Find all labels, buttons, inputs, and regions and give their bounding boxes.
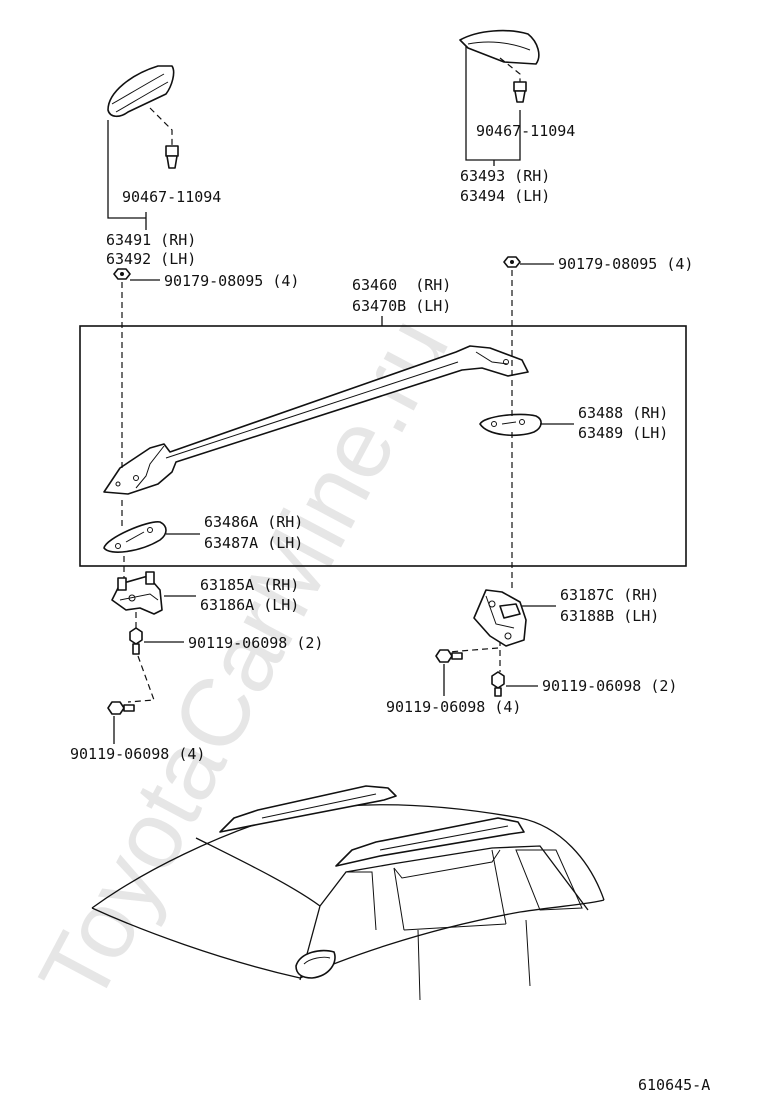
clip-icon-right: [513, 81, 527, 103]
figure-code: 610645-A: [638, 1076, 710, 1094]
label-nut-right: 90179-08095 (4): [558, 255, 693, 273]
label-nut-left: 90179-08095 (4): [164, 272, 299, 290]
bolt-icon-right-lower: [491, 671, 505, 697]
label-cover-left-rh: 63491 (RH): [106, 231, 196, 249]
label-gasket-left-rh: 63486A (RH): [204, 513, 303, 531]
leader-line: [465, 46, 521, 166]
bracket-right: [473, 589, 527, 647]
leader-line: [107, 120, 147, 230]
label-clip-right: 90467-11094: [476, 122, 575, 140]
bolt-icon-right-upper: [435, 649, 463, 663]
end-cover-right: [459, 29, 540, 65]
label-bracket-left-rh: 63185A (RH): [200, 576, 299, 594]
guide-line: [499, 57, 521, 82]
label-bolt-left-upper: 90119-06098 (2): [188, 634, 323, 652]
label-bolt-right-upper: 90119-06098 (2): [542, 677, 677, 695]
label-cover-left-lh: 63492 (LH): [106, 250, 196, 268]
assembly-axis-left: [121, 282, 155, 703]
label-gasket-right-lh: 63489 (LH): [578, 424, 668, 442]
label-cover-right-rh: 63493 (RH): [460, 167, 550, 185]
label-clip-left: 90467-11094: [122, 188, 221, 206]
bolt-icon-left-lower: [107, 701, 135, 715]
label-bracket-left-lh: 63186A (LH): [200, 596, 299, 614]
label-bracket-right-lh: 63188B (LH): [560, 607, 659, 625]
bracket-left: [111, 571, 163, 615]
label-cover-right-lh: 63494 (LH): [460, 187, 550, 205]
label-bolt-left-lower: 90119-06098 (4): [70, 745, 205, 763]
clip-icon-left: [165, 145, 179, 169]
assembly-axis-right: [447, 270, 513, 672]
label-gasket-left-lh: 63487A (LH): [204, 534, 303, 552]
gasket-left: [103, 521, 167, 553]
roof-rail: [103, 345, 529, 495]
label-gasket-right-rh: 63488 (RH): [578, 404, 668, 422]
nut-icon-right: [503, 256, 521, 268]
car-illustration: [91, 785, 605, 1001]
label-rail-lh: 63470B (LH): [352, 297, 451, 315]
label-bracket-right-rh: 63187C (RH): [560, 586, 659, 604]
bolt-icon-left-upper: [129, 627, 143, 655]
gasket-right: [479, 413, 542, 437]
watermark: ToyotaCarMine.ru: [19, 301, 469, 1020]
guide-line: [149, 107, 173, 148]
end-cover-left: [107, 65, 175, 118]
label-rail-rh: 63460 (RH): [352, 276, 451, 294]
label-bolt-right-lower: 90119-06098 (4): [386, 698, 521, 716]
assembly-frame: [79, 325, 687, 567]
nut-icon-left: [113, 268, 131, 280]
